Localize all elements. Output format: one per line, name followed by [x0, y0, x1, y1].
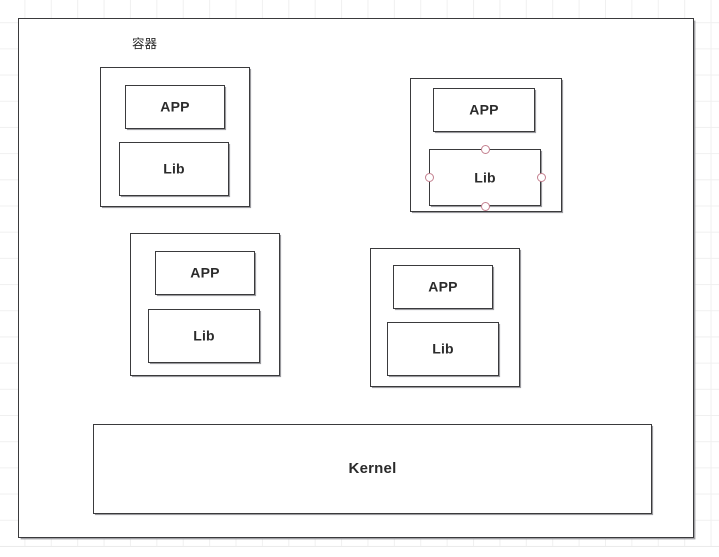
- page-edge-strip: [0, 546, 719, 557]
- app-tile-3-label: APP: [190, 264, 220, 281]
- lib-tile-2-label: Lib: [474, 168, 496, 185]
- app-tile-2-label: APP: [469, 101, 499, 118]
- app-tile-3[interactable]: APP: [155, 251, 255, 295]
- lib-tile-2[interactable]: Lib: [429, 149, 541, 206]
- selection-handle-right[interactable]: [536, 173, 546, 182]
- selection-handle-left[interactable]: [424, 173, 434, 182]
- lib-tile-3-label: Lib: [193, 327, 215, 344]
- selection-handle-bottom[interactable]: [480, 201, 490, 211]
- app-tile-4[interactable]: APP: [393, 265, 493, 309]
- app-tile-4-label: APP: [428, 278, 458, 295]
- lib-tile-1[interactable]: Lib: [119, 142, 229, 196]
- kernel-label: Kernel: [348, 459, 397, 477]
- kernel-box[interactable]: Kernel: [93, 424, 652, 514]
- lib-tile-1-label: Lib: [163, 160, 185, 177]
- lib-tile-4[interactable]: Lib: [387, 322, 499, 376]
- selection-handle-top[interactable]: [480, 144, 490, 154]
- app-tile-1-label: APP: [160, 98, 190, 115]
- app-tile-1[interactable]: APP: [125, 85, 225, 129]
- lib-tile-4-label: Lib: [432, 340, 454, 357]
- lib-tile-3[interactable]: Lib: [148, 309, 260, 363]
- container-caption-label[interactable]: 容器: [132, 36, 158, 51]
- app-tile-2[interactable]: APP: [433, 88, 535, 132]
